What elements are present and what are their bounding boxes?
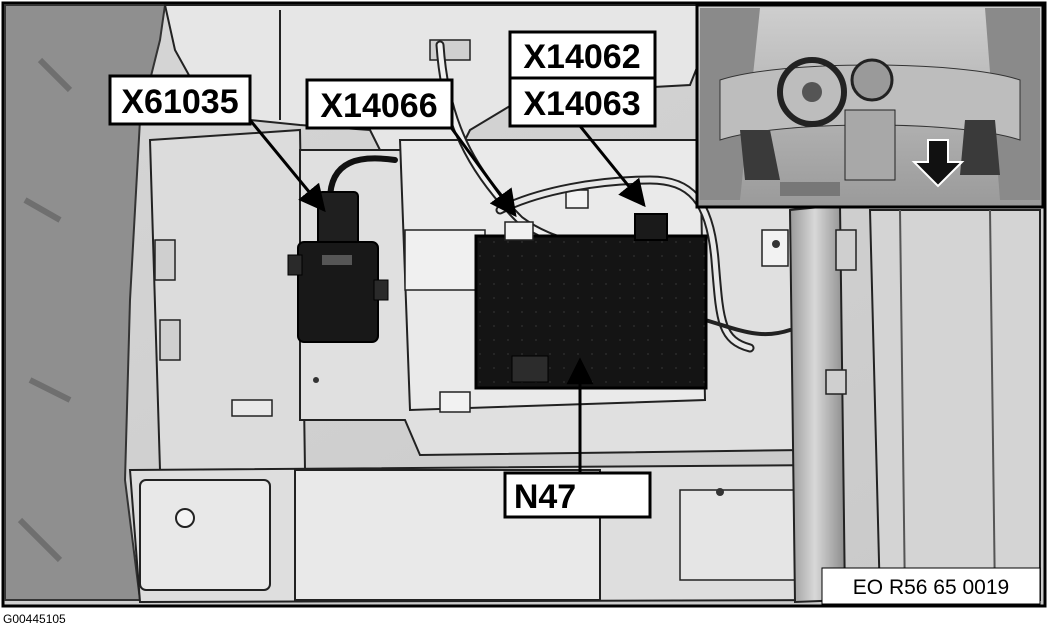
pointer-arrows xyxy=(248,119,646,476)
mounting-bolt xyxy=(175,508,195,528)
callout-x14062-text: X14062 xyxy=(523,38,640,76)
left-trim-panel xyxy=(4,4,167,601)
callout-x61035-text: X61035 xyxy=(121,83,238,121)
control-unit-n47 xyxy=(474,213,708,390)
callout-x14063-text: X14063 xyxy=(523,85,640,123)
callout-x14066: X14066 xyxy=(305,78,454,130)
direction-arrow-icon xyxy=(911,139,965,188)
steering-wheel xyxy=(777,57,847,127)
image-id: G00445105 xyxy=(3,612,66,626)
reference-code-box: EO R56 65 0019 xyxy=(821,567,1041,605)
callout-x14066-text: X14066 xyxy=(320,87,437,125)
callout-x61035: X61035 xyxy=(108,74,252,126)
antenna-module xyxy=(287,191,389,343)
callout-n47: N47 xyxy=(503,471,652,519)
callout-n47-text: N47 xyxy=(514,478,576,516)
inset-overview xyxy=(695,3,1045,209)
callout-x14063: X14063 xyxy=(508,76,657,128)
reference-code: EO R56 65 0019 xyxy=(853,576,1009,599)
callout-x14062: X14062 xyxy=(508,30,657,80)
center-speedometer xyxy=(850,58,894,102)
frame-rail-left xyxy=(148,128,307,471)
